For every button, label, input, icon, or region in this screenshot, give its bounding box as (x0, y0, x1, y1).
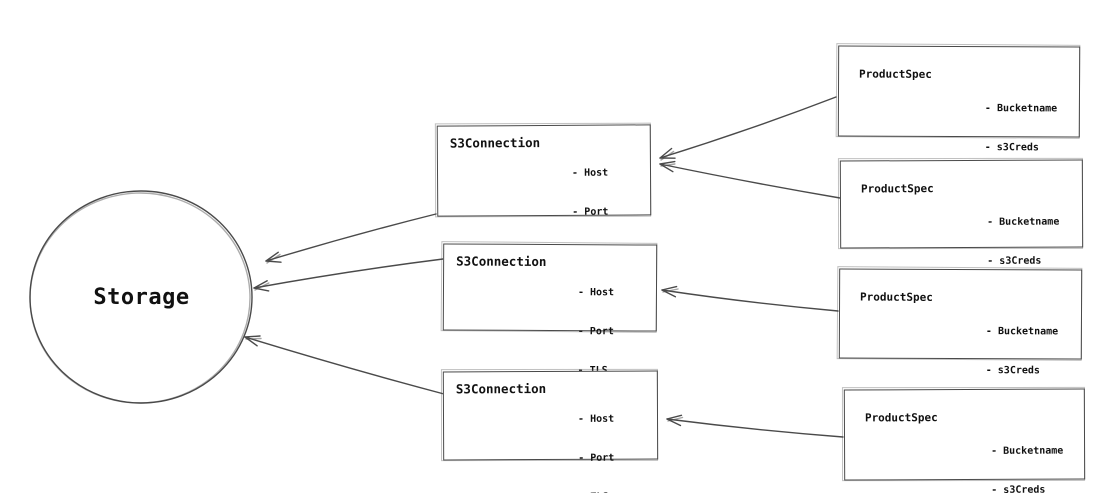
attribute-port: - Port (577, 326, 614, 338)
productspec-node-1: ProductSpec - Bucketname - s3Creds (837, 45, 1081, 153)
arrow-s3connection3-to-storage (244, 335, 445, 395)
storage-node: Storage (30, 191, 253, 403)
arrow-productspec4-to-s3connection3 (666, 414, 844, 438)
s3connection-node-1: S3Connection - Host - Port - TLS (436, 124, 652, 257)
arrow-productspec1-to-s3connection1 (659, 96, 837, 161)
s3connection-node-3: S3Connection - Host - Port - TLS (442, 370, 659, 493)
attribute-host: - Host (577, 287, 615, 299)
attribute-bucketname: - Bucketname (984, 103, 1058, 115)
attribute-port: - Port (578, 452, 615, 464)
attribute-host: - Host (571, 167, 609, 179)
productspec-node-4: ProductSpec - Bucketname - s3Creds (843, 388, 1086, 493)
attribute-s3creds: - s3Creds (985, 365, 1040, 377)
arrow-s3connection2-to-storage (253, 258, 444, 292)
attribute-host: - Host (577, 413, 615, 425)
storage-node-label: Storage (93, 284, 190, 310)
attribute-bucketname: - Bucketname (991, 445, 1064, 457)
productspec-node-3: ProductSpec - Bucketname - s3Creds (838, 268, 1083, 376)
storage-circle (29, 190, 253, 404)
attribute-s3creds: - s3Creds (991, 484, 1046, 493)
arrow-s3connection1-to-storage (265, 213, 437, 264)
attribute-bucketname: - Bucketname (985, 326, 1059, 338)
s3connection-node-2-title: S3Connection (456, 253, 547, 269)
productspec-node-2-title: ProductSpec (860, 182, 934, 196)
s3connection-node-2: S3Connection - Host - Port - TLS (442, 243, 658, 376)
productspec-node-4-title: ProductSpec (864, 411, 938, 425)
attribute-s3creds: - s3Creds (984, 142, 1039, 154)
s3connection-node-3-attributes: - Host - Port - TLS (578, 387, 615, 493)
productspec-node-2: ProductSpec - Bucketname - s3Creds (839, 159, 1084, 267)
attribute-port: - Port (572, 206, 609, 218)
s3connection-node-1-title: S3Connection (449, 135, 541, 151)
attribute-bucketname: - Bucketname (987, 216, 1060, 228)
s3connection-node-3-title: S3Connection (455, 381, 547, 397)
attribute-s3creds: - s3Creds (987, 255, 1042, 267)
productspec-node-1-title: ProductSpec (859, 67, 932, 81)
productspec-node-4-attributes: - Bucketname - s3Creds (991, 419, 1064, 493)
arrow-productspec2-to-s3connection1 (659, 160, 841, 199)
arrow-productspec3-to-s3connection2 (661, 285, 839, 312)
productspec-node-3-title: ProductSpec (860, 290, 933, 304)
